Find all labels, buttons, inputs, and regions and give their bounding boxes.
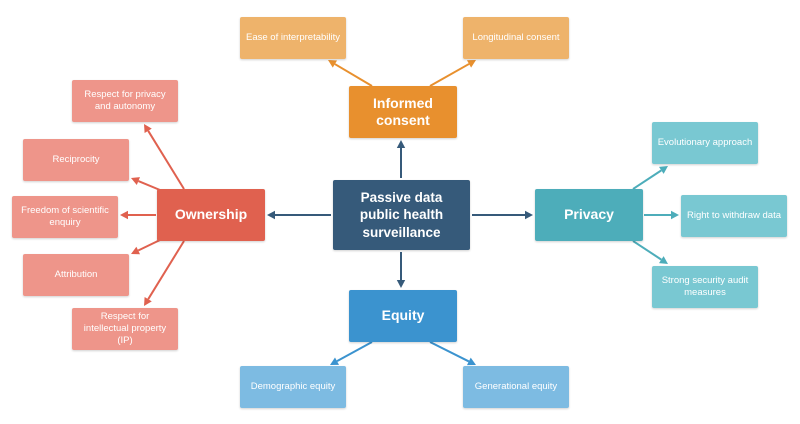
privacy-node: Privacy bbox=[535, 189, 643, 241]
intellectual-property-line1: Respect for bbox=[100, 311, 150, 323]
demographic-equity-node: Demographic equity bbox=[240, 366, 346, 408]
privacy-autonomy-node: Respect for privacy and autonomy bbox=[72, 80, 178, 122]
equity-to-generational-arrow-head bbox=[466, 357, 476, 366]
ownership-to-attribution-arrow-head bbox=[131, 246, 141, 255]
intellectual-property-node: Respect for intellectual property (IP) bbox=[72, 308, 178, 350]
informed-consent-label-line1: Informed bbox=[373, 94, 433, 111]
center-to-equity-arrow bbox=[396, 252, 406, 288]
withdraw-data-node: Right to withdraw data bbox=[681, 195, 787, 237]
security-audit-line2: measures bbox=[684, 287, 726, 298]
privacy-to-security-arrow-line bbox=[632, 240, 662, 261]
equity-to-generational-arrow-line bbox=[429, 341, 470, 363]
equity-to-generational-arrow bbox=[429, 341, 476, 366]
demographic-equity-label: Demographic equity bbox=[250, 381, 336, 393]
ownership-to-ip-arrow-head bbox=[144, 296, 152, 306]
center-to-ownership-arrow-head bbox=[267, 210, 275, 220]
consent-to-longitudinal-arrow bbox=[429, 60, 476, 87]
ownership-to-attribution-arrow bbox=[131, 239, 161, 255]
reciprocity-label: Reciprocity bbox=[52, 154, 100, 166]
privacy-autonomy-line2: and autonomy bbox=[94, 101, 156, 112]
ownership-to-reciprocity-arrow-line bbox=[138, 180, 161, 191]
equity-node: Equity bbox=[349, 290, 457, 342]
center-label-line3: surveillance bbox=[362, 224, 441, 240]
reciprocity-node: Reciprocity bbox=[23, 139, 129, 181]
security-audit-line1: Strong security audit bbox=[661, 275, 749, 287]
ownership-to-privacy-autonomy-arrow-line bbox=[147, 130, 185, 190]
security-audit-node: Strong security audit measures bbox=[652, 266, 758, 308]
privacy-to-withdraw-arrow-head bbox=[671, 210, 679, 220]
interpretability-node: Ease of interpretability bbox=[240, 17, 346, 59]
attribution-node: Attribution bbox=[23, 254, 129, 296]
consent-to-longitudinal-arrow-head bbox=[466, 60, 476, 68]
center-node: Passive data public health surveillance bbox=[333, 180, 470, 250]
privacy-to-security-arrow bbox=[632, 240, 668, 264]
ownership-to-freedom-arrow-head bbox=[120, 210, 128, 220]
privacy-to-security-arrow-head bbox=[659, 256, 668, 264]
center-to-privacy-arrow bbox=[472, 210, 533, 220]
privacy-autonomy-line1: Respect for privacy bbox=[84, 89, 166, 101]
center-label-line1: Passive data bbox=[360, 190, 443, 206]
consent-to-longitudinal-arrow-line bbox=[429, 63, 470, 87]
informed-consent-label-line2: consent bbox=[376, 112, 430, 128]
equity-to-demographic-arrow-line bbox=[336, 341, 373, 363]
ownership-to-reciprocity-arrow bbox=[131, 177, 161, 191]
longitudinal-consent-node: Longitudinal consent bbox=[463, 17, 569, 59]
withdraw-data-label: Right to withdraw data bbox=[687, 210, 781, 222]
privacy-to-withdraw-arrow bbox=[644, 210, 679, 220]
ownership-to-privacy-autonomy-arrow-head bbox=[144, 124, 152, 134]
equity-to-demographic-arrow-head bbox=[330, 357, 340, 365]
ownership-to-freedom-arrow bbox=[120, 210, 156, 220]
center-label-line2: public health bbox=[359, 207, 444, 223]
consent-to-interpretability-arrow-head bbox=[328, 60, 338, 68]
equity-to-demographic-arrow bbox=[330, 341, 373, 365]
consent-to-interpretability-arrow-line bbox=[334, 63, 373, 87]
privacy-label: Privacy bbox=[564, 206, 614, 223]
ownership-node: Ownership bbox=[157, 189, 265, 241]
scientific-freedom-line2: enquiry bbox=[49, 217, 81, 228]
ownership-to-attribution-arrow-line bbox=[137, 239, 161, 252]
scientific-freedom-line1: Freedom of scientific bbox=[21, 205, 109, 217]
generational-equity-node: Generational equity bbox=[463, 366, 569, 408]
evolutionary-approach-node: Evolutionary approach bbox=[652, 122, 758, 164]
evolutionary-approach-label: Evolutionary approach bbox=[657, 137, 753, 149]
center-to-equity-arrow-head bbox=[396, 280, 406, 288]
intellectual-property-line2: intellectual property bbox=[83, 323, 167, 335]
ownership-label: Ownership bbox=[174, 206, 248, 223]
center-to-ownership-arrow bbox=[267, 210, 331, 220]
ownership-to-reciprocity-arrow-head bbox=[131, 177, 140, 185]
center-to-privacy-arrow-head bbox=[525, 210, 533, 220]
privacy-to-evolutionary-arrow-line bbox=[632, 169, 662, 190]
center-to-consent-arrow bbox=[396, 140, 406, 178]
interpretability-label: Ease of interpretability bbox=[246, 32, 340, 44]
ownership-to-ip-arrow-line bbox=[147, 240, 185, 300]
informed-consent-node: Informed consent bbox=[349, 86, 457, 138]
equity-label: Equity bbox=[381, 307, 425, 324]
generational-equity-label: Generational equity bbox=[474, 381, 558, 393]
scientific-freedom-node: Freedom of scientific enquiry bbox=[12, 196, 118, 238]
attribution-label: Attribution bbox=[54, 269, 98, 281]
privacy-to-evolutionary-arrow bbox=[632, 166, 668, 190]
ownership-to-privacy-autonomy-arrow bbox=[144, 124, 185, 190]
consent-to-interpretability-arrow bbox=[328, 60, 373, 87]
privacy-to-evolutionary-arrow-head bbox=[659, 166, 668, 174]
center-to-consent-arrow-head bbox=[396, 140, 406, 148]
ownership-to-ip-arrow bbox=[144, 240, 185, 306]
intellectual-property-line3: (IP) bbox=[117, 334, 133, 346]
longitudinal-consent-label: Longitudinal consent bbox=[472, 32, 560, 44]
